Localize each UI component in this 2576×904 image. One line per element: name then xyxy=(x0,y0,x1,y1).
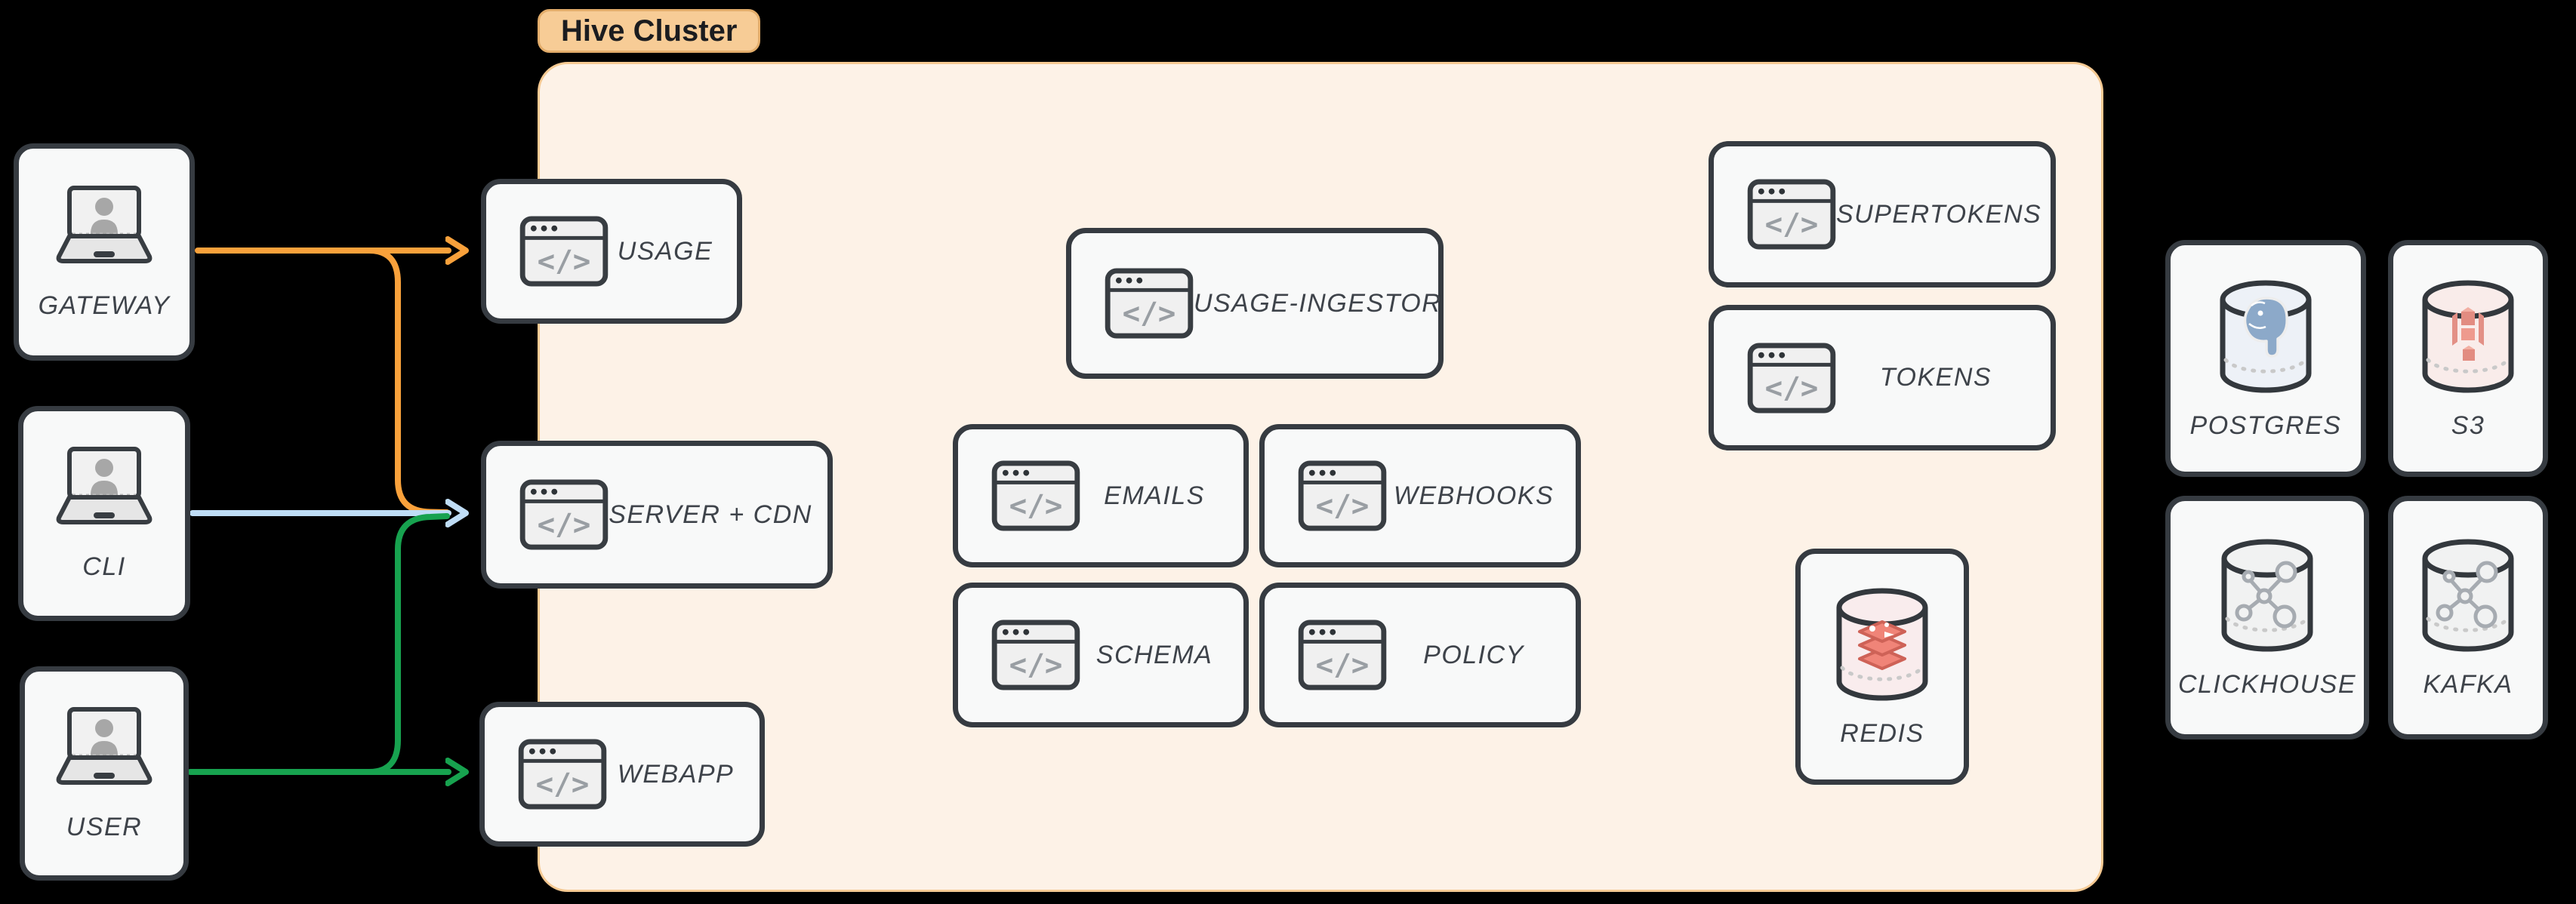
laptop-user-icon xyxy=(47,184,162,267)
node-supertokens-label: SUPERTOKENS xyxy=(1836,199,2042,229)
node-webapp-label: WEBAPP xyxy=(617,759,735,789)
node-supertokens: SUPERTOKENS xyxy=(1709,141,2056,287)
clickhouse-database-icon xyxy=(2217,536,2318,655)
laptop-user-icon xyxy=(47,445,162,528)
edge-user-server-cdn xyxy=(366,513,450,775)
browser-code-icon xyxy=(991,460,1080,531)
browser-code-icon xyxy=(1298,460,1387,531)
browser-code-icon xyxy=(1747,343,1836,414)
kafka-database-icon xyxy=(2417,536,2519,655)
node-webapp: WEBAPP xyxy=(479,702,765,847)
browser-code-icon xyxy=(991,620,1080,690)
s3-database-icon xyxy=(2417,277,2519,396)
node-usage-ingestor: USAGE-INGESTOR xyxy=(1066,228,1444,379)
node-policy-label: POLICY xyxy=(1423,640,1524,669)
node-emails-label: EMAILS xyxy=(1104,481,1205,510)
node-clickhouse: CLICKHOUSE xyxy=(2165,496,2369,739)
node-gateway-label: GATEWAY xyxy=(38,291,171,320)
edge-gateway-server-cdn xyxy=(366,248,450,515)
browser-code-icon xyxy=(519,479,609,550)
browser-code-icon xyxy=(1105,268,1194,339)
node-server-cdn: SERVER + CDN xyxy=(481,441,833,589)
node-usage: USAGE xyxy=(481,179,742,324)
node-cli: CLI xyxy=(18,406,190,621)
node-schema-label: SCHEMA xyxy=(1095,640,1213,669)
hive-cluster-tag-label: Hive Cluster xyxy=(561,14,738,48)
node-server-cdn-label: SERVER + CDN xyxy=(609,500,812,529)
node-policy: POLICY xyxy=(1259,583,1581,727)
browser-code-icon xyxy=(519,216,609,287)
node-tokens: TOKENS xyxy=(1709,305,2056,450)
browser-code-icon xyxy=(518,739,607,810)
node-tokens-label: TOKENS xyxy=(1879,363,1992,392)
node-s3-label: S3 xyxy=(2451,410,2485,440)
node-redis: REDIS xyxy=(1795,549,1969,785)
node-schema: SCHEMA xyxy=(953,583,1249,727)
node-redis-label: REDIS xyxy=(1840,719,1924,748)
node-postgres-label: POSTGRES xyxy=(2189,410,2342,440)
redis-database-icon xyxy=(1832,585,1933,704)
node-cli-label: CLI xyxy=(82,552,126,581)
node-webhooks-label: WEBHOOKS xyxy=(1393,481,1555,510)
node-kafka: KAFKA xyxy=(2388,496,2548,739)
node-user: USER xyxy=(20,666,189,881)
browser-code-icon xyxy=(1298,620,1387,690)
node-s3: S3 xyxy=(2388,240,2548,477)
laptop-user-icon xyxy=(47,706,162,789)
node-usage-label: USAGE xyxy=(617,236,713,266)
node-emails: EMAILS xyxy=(953,424,1249,567)
node-user-label: USER xyxy=(66,812,143,841)
node-webhooks: WEBHOOKS xyxy=(1259,424,1581,567)
node-clickhouse-label: CLICKHOUSE xyxy=(2177,670,2357,699)
hive-cluster-tag: Hive Cluster xyxy=(538,9,761,53)
postgres-database-icon xyxy=(2215,277,2316,396)
node-postgres: POSTGRES xyxy=(2165,240,2366,477)
node-usage-ingestor-label: USAGE-INGESTOR xyxy=(1194,288,1442,318)
node-kafka-label: KAFKA xyxy=(2423,670,2513,699)
node-gateway: GATEWAY xyxy=(14,143,195,361)
browser-code-icon xyxy=(1747,179,1836,250)
